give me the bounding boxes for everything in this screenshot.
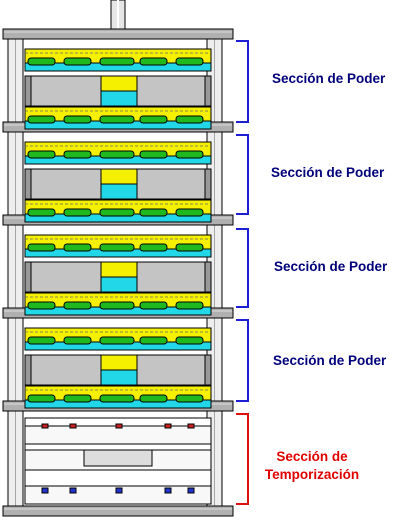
- core-yellow-2: [100, 168, 138, 185]
- clamp-4-upper-3: [139, 336, 168, 345]
- timing-upper-rail: [24, 443, 212, 451]
- clamp-4-lower-2: [99, 394, 135, 403]
- bracket-power-2: [236, 134, 249, 215]
- clamp-1-lower-2: [99, 115, 135, 124]
- clamp-3-upper-0: [27, 243, 56, 252]
- leg-right-4: [204, 354, 212, 386]
- clamp-1-lower-3: [139, 115, 168, 124]
- section-label-timing-line2: Temporización: [264, 467, 360, 482]
- core-yellow-4: [100, 354, 138, 371]
- timing-red-terminal-3: [164, 423, 172, 429]
- bracket-power-4: [236, 319, 249, 402]
- clamp-4-upper-2: [99, 336, 135, 345]
- timing-red-terminal-0: [41, 423, 49, 429]
- clamp-4-lower-0: [27, 394, 56, 403]
- clamp-2-upper-0: [27, 150, 56, 159]
- clamp-1-upper-0: [27, 57, 56, 66]
- clamp-1-upper-1: [63, 57, 92, 66]
- clamp-2-upper-2: [99, 150, 135, 159]
- clamp-4-lower-4: [175, 394, 204, 403]
- bracket-timing: [236, 413, 249, 505]
- core-yellow-1: [100, 75, 138, 92]
- clamp-2-lower-2: [99, 208, 135, 217]
- timing-blue-terminal-2: [115, 487, 123, 494]
- clamp-1-lower-0: [27, 115, 56, 124]
- leg-left-3: [24, 261, 32, 293]
- clamp-3-lower-2: [99, 301, 135, 310]
- clamp-3-upper-2: [99, 243, 135, 252]
- bracket-power-1: [236, 40, 249, 123]
- timing-red-terminal-1: [69, 423, 77, 429]
- clamp-4-upper-1: [63, 336, 92, 345]
- clamp-1-lower-4: [175, 115, 204, 124]
- leg-right-1: [204, 75, 212, 107]
- section-label-power-4: Sección de Poder: [273, 353, 387, 368]
- timing-center-block: [83, 449, 153, 467]
- timing-blue-terminal-3: [164, 487, 172, 494]
- device-stack-drawing: [2, 0, 234, 517]
- core-cyan-4: [100, 369, 138, 386]
- clamp-2-lower-4: [175, 208, 204, 217]
- clamp-2-upper-3: [139, 150, 168, 159]
- timing-lower-rail: [24, 469, 212, 487]
- clamp-3-upper-4: [175, 243, 204, 252]
- core-cyan-3: [100, 276, 138, 293]
- clamp-3-upper-1: [63, 243, 92, 252]
- bracket-power-3: [236, 228, 249, 308]
- frame-plate-6: [2, 505, 234, 517]
- core-cyan-1: [100, 90, 138, 107]
- clamp-2-lower-3: [139, 208, 168, 217]
- clamp-4-lower-3: [139, 394, 168, 403]
- leg-right-2: [204, 168, 212, 200]
- section-label-power-1: Sección de Poder: [272, 71, 386, 86]
- clamp-1-upper-4: [175, 57, 204, 66]
- clamp-2-lower-1: [63, 208, 92, 217]
- clamp-3-upper-3: [139, 243, 168, 252]
- clamp-2-upper-1: [63, 150, 92, 159]
- leg-left-4: [24, 354, 32, 386]
- core-yellow-3: [100, 261, 138, 278]
- timing-red-terminal-4: [187, 423, 195, 429]
- frame-plate-1: [2, 28, 234, 40]
- clamp-1-upper-2: [99, 57, 135, 66]
- clamp-1-lower-1: [63, 115, 92, 124]
- timing-blue-terminal-0: [41, 487, 49, 494]
- section-label-power-3: Sección de Poder: [274, 259, 388, 274]
- clamp-3-lower-4: [175, 301, 204, 310]
- clamp-1-upper-3: [139, 57, 168, 66]
- core-cyan-2: [100, 183, 138, 200]
- leg-left-1: [24, 75, 32, 107]
- clamp-3-lower-3: [139, 301, 168, 310]
- timing-red-terminal-2: [115, 423, 123, 429]
- clamp-4-lower-1: [63, 394, 92, 403]
- clamp-3-lower-0: [27, 301, 56, 310]
- section-label-timing: Sección de Temporización: [256, 448, 368, 484]
- clamp-2-upper-4: [175, 150, 204, 159]
- section-label-timing-line1: Sección de: [276, 449, 348, 464]
- leg-left-2: [24, 168, 32, 200]
- timing-blue-terminal-1: [69, 487, 77, 494]
- timing-blue-terminal-4: [187, 487, 195, 494]
- leg-right-3: [204, 261, 212, 293]
- clamp-3-lower-1: [63, 301, 92, 310]
- section-label-power-2: Sección de Poder: [271, 165, 385, 180]
- section-brackets: [236, 40, 249, 505]
- clamp-4-upper-4: [175, 336, 204, 345]
- clamp-2-lower-0: [27, 208, 56, 217]
- clamp-4-upper-0: [27, 336, 56, 345]
